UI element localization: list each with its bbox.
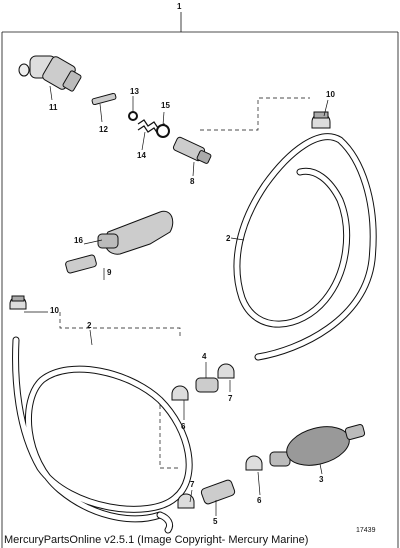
fuel-hose-lower <box>12 336 193 534</box>
assembly-bracket <box>1 12 399 548</box>
label-part-8: 8 <box>190 177 195 186</box>
label-part-7-b: 7 <box>190 480 195 489</box>
part-6-clamp-b <box>245 455 263 471</box>
part-16-connector <box>97 210 174 255</box>
part-15-washer <box>156 124 170 138</box>
part-11-connector <box>18 55 82 92</box>
label-part-10-upper: 10 <box>326 90 335 99</box>
copyright-footer: MercuryPartsOnline v2.5.1 (Image Copyrig… <box>4 534 309 546</box>
assembly-label: 1 <box>177 2 182 11</box>
label-part-16: 16 <box>74 236 83 245</box>
label-part-2-upper: 2 <box>226 234 231 243</box>
label-part-5: 5 <box>213 517 218 526</box>
part-10-clamp-upper <box>311 111 331 129</box>
label-part-12: 12 <box>99 125 108 134</box>
part-5-coupler <box>200 479 236 505</box>
label-part-9: 9 <box>107 268 112 277</box>
label-part-13: 13 <box>130 87 139 96</box>
label-part-4: 4 <box>202 352 207 361</box>
part-3-primer-bulb <box>269 424 366 467</box>
part-13-o-ring <box>128 111 138 121</box>
part-12-pin <box>91 92 117 106</box>
part-9-fitting <box>65 254 97 274</box>
part-4-coupler <box>195 377 219 393</box>
label-part-15: 15 <box>161 101 170 110</box>
label-part-3: 3 <box>319 475 324 484</box>
part-10-clamp-lower <box>9 295 27 310</box>
part-7-clamp-a <box>217 363 235 379</box>
label-part-11: 11 <box>49 103 58 112</box>
label-part-2-lower: 2 <box>87 321 92 330</box>
dashed-guides <box>59 97 310 469</box>
fuel-hose-upper <box>233 133 377 361</box>
figure-id: 17439 <box>356 527 376 534</box>
label-part-10-lower: 10 <box>50 306 59 315</box>
part-6-clamp-a <box>171 385 189 401</box>
part-7-clamp-b <box>177 493 195 509</box>
part-number-labels: 11 12 13 14 15 8 10 16 9 2 10 2 4 6 7 3 … <box>49 87 335 526</box>
leader-lines <box>24 85 329 516</box>
label-part-7-a: 7 <box>228 394 233 403</box>
label-part-6-a: 6 <box>181 422 186 431</box>
part-8-fitting <box>172 136 212 164</box>
label-part-6-b: 6 <box>257 496 262 505</box>
label-part-14: 14 <box>137 151 146 160</box>
